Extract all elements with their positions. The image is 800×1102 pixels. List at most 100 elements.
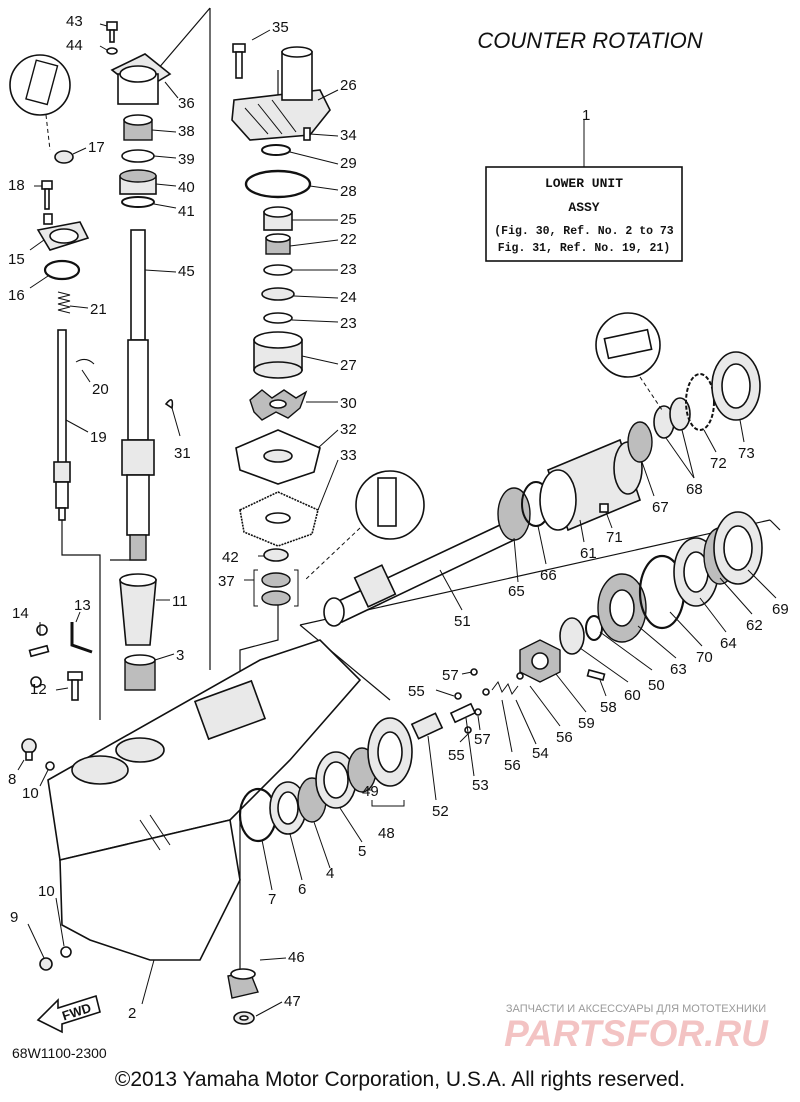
label-20: 20: [92, 381, 109, 398]
label-10a: 10: [22, 785, 39, 802]
label-57b: 57: [474, 731, 491, 748]
label-3: 3: [176, 647, 184, 664]
part-15-retainer: [36, 213, 90, 251]
part-17-nut: [54, 150, 74, 164]
page-title: COUNTER ROTATION: [477, 28, 702, 53]
part-68-oil-seals: [653, 397, 691, 439]
part-6-bearing-race: [269, 781, 307, 835]
label-56a: 56: [556, 729, 573, 746]
part-29-oring: [261, 144, 291, 156]
label-64: 64: [720, 635, 737, 652]
label-58: 58: [600, 699, 617, 716]
label-11: 11: [172, 593, 188, 610]
label-17: 17: [88, 139, 105, 156]
part-61-bearing-housing: [539, 438, 643, 532]
part-65-reverse-gear: [497, 487, 531, 541]
part-22-seal: [265, 233, 291, 255]
part-23-washer-upper: [263, 264, 293, 276]
part-31-key: [164, 399, 174, 410]
inset-detail-tl: [9, 54, 71, 151]
part-number-labels: 1 2 3 4 5 6 7 8 9 10 10 11 12 13 14 15 1…: [8, 13, 789, 1022]
label-45: 45: [178, 263, 195, 280]
part-67-needle-bearing: [627, 421, 653, 463]
part-58-pin: [586, 669, 606, 681]
part-12-screw: [67, 671, 83, 701]
label-69: 69: [772, 601, 789, 618]
label-1: 1: [582, 107, 590, 124]
label-23a: 23: [340, 261, 357, 278]
label-26: 26: [340, 77, 357, 94]
label-32: 32: [340, 421, 357, 438]
label-27: 27: [340, 357, 357, 374]
part-35-bolt: [232, 43, 246, 79]
label-15: 15: [8, 251, 25, 268]
box-line-1: LOWER UNIT: [545, 176, 623, 191]
part-32-outer-plate: [235, 429, 321, 485]
part-46-pinion: [227, 968, 259, 999]
label-23b: 23: [340, 315, 357, 332]
part-55-pin-a: [454, 692, 462, 700]
label-51: 51: [454, 613, 471, 630]
fwd-arrow-badge: FWD: [36, 994, 101, 1034]
label-10b: 10: [38, 883, 55, 900]
part-54-spring: [491, 680, 519, 696]
part-57-pin-b: [474, 708, 482, 716]
part-34-pin: [303, 127, 311, 141]
part-71-key: [599, 503, 609, 513]
label-7: 7: [268, 891, 276, 908]
part-25-insert: [263, 206, 293, 231]
part-56-ball-a: [482, 688, 490, 696]
part-59-dog-clutch: [519, 639, 561, 683]
inset-detail-right: [595, 312, 663, 411]
part-11-sleeve: [119, 573, 157, 646]
part-10-screw-upper: [45, 761, 55, 771]
label-12: 12: [30, 681, 47, 698]
label-55a: 55: [408, 683, 425, 700]
box-line-4: Fig. 31, Ref. No. 19, 21): [498, 242, 671, 255]
lower-unit-assy-box: LOWER UNIT ASSY (Fig. 30, Ref. No. 2 to …: [485, 120, 683, 262]
diagram-code: 68W1100-2300: [12, 1045, 107, 1061]
label-65: 65: [508, 583, 525, 600]
inset-detail-mid: [304, 470, 425, 581]
part-8-plug: [21, 738, 37, 761]
part-37-oil-seals: [253, 569, 299, 607]
label-35: 35: [272, 19, 289, 36]
part-42-seal: [263, 548, 289, 562]
part-30-impeller: [249, 389, 308, 421]
label-56b: 56: [504, 757, 521, 774]
label-31: 31: [174, 445, 191, 462]
label-48: 48: [378, 825, 395, 842]
part-41-oring: [121, 196, 155, 208]
part-13-rod: [70, 622, 93, 654]
part-2-lower-case: [47, 639, 362, 961]
label-8: 8: [8, 771, 16, 788]
part-26-pump-housing: [231, 46, 331, 141]
part-44-washer: [106, 47, 118, 55]
label-6: 6: [298, 881, 306, 898]
label-28: 28: [340, 183, 357, 200]
part-18-bolt: [41, 180, 53, 210]
label-39: 39: [178, 151, 195, 168]
label-57a: 57: [442, 667, 459, 684]
part-52-shift-slider: [410, 712, 444, 740]
label-44: 44: [66, 37, 83, 54]
label-46: 46: [288, 949, 305, 966]
part-33-gasket: [239, 491, 319, 547]
part-14-bolt: [28, 624, 50, 688]
part-28-oring: [244, 169, 312, 199]
part-40-seal: [119, 169, 157, 195]
label-22: 22: [340, 231, 357, 248]
part-69-bearing-cup: [713, 511, 763, 585]
label-41: 41: [178, 203, 195, 220]
watermark-tagline: ЗАПЧАСТИ И АКСЕССУАРЫ ДЛЯ МОТОТЕХНИКИ: [506, 1003, 766, 1015]
label-72: 72: [710, 455, 727, 472]
part-23-washer-lower: [263, 312, 293, 324]
box-line-2: ASSY: [568, 200, 599, 215]
part-43-bolt: [106, 21, 118, 43]
label-54: 54: [532, 745, 549, 762]
copyright-notice: ©2013 Yamaha Motor Corporation, U.S.A. A…: [115, 1068, 685, 1091]
label-47: 47: [284, 993, 301, 1010]
part-56-ball-b: [516, 672, 524, 680]
label-67: 67: [652, 499, 669, 516]
label-52: 52: [432, 803, 449, 820]
